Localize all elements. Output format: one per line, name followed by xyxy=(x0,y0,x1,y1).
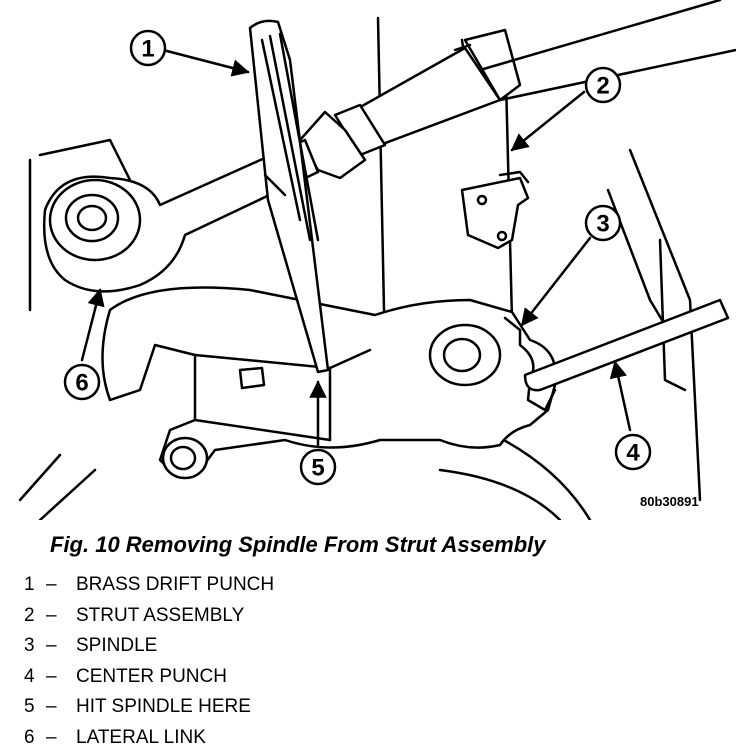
legend-item-number: 2 xyxy=(24,601,46,632)
legend-item-label: HIT SPINDLE HERE xyxy=(76,696,251,717)
callout-3-number: 3 xyxy=(596,211,609,238)
legend-item-label: STRUT ASSEMBLY xyxy=(76,605,244,626)
legend-item: 1–BRASS DRIFT PUNCH xyxy=(24,570,274,601)
legend-item-number: 1 xyxy=(24,570,46,601)
figure-caption: Fig. 10 Removing Spindle From Strut Asse… xyxy=(50,532,730,558)
figure-reference-code: 80b30891 xyxy=(640,494,699,509)
legend-item-number: 6 xyxy=(24,723,46,753)
legend-separator: – xyxy=(46,570,76,601)
legend-item: 5–HIT SPINDLE HERE xyxy=(24,692,274,723)
legend-item-number: 3 xyxy=(24,631,46,662)
legend-item: 2–STRUT ASSEMBLY xyxy=(24,601,274,632)
adjuster-rod xyxy=(300,48,500,178)
spindle-removal-illustration: 1 2 3 4 5 6 80b30891 xyxy=(0,0,736,520)
legend-item: 6–LATERAL LINK xyxy=(24,723,274,753)
legend-item-number: 4 xyxy=(24,662,46,693)
callout-6-number: 6 xyxy=(75,370,88,397)
legend-separator: – xyxy=(46,601,76,632)
legend-separator: – xyxy=(46,662,76,693)
legend-item-label: LATERAL LINK xyxy=(76,727,206,748)
legend-item-label: SPINDLE xyxy=(76,635,157,656)
strut-bracket xyxy=(462,172,528,248)
center-punch xyxy=(525,300,728,390)
callout-4-number: 4 xyxy=(626,440,640,467)
callout-2-number: 2 xyxy=(596,73,609,100)
legend-separator: – xyxy=(46,692,76,723)
callout-5-number: 5 xyxy=(311,455,324,482)
legend-separator: – xyxy=(46,723,76,753)
callout-legend: 1–BRASS DRIFT PUNCH 2–STRUT ASSEMBLY 3–S… xyxy=(24,570,274,753)
spindle-knuckle xyxy=(103,288,556,479)
callout-1-number: 1 xyxy=(141,36,154,63)
legend-item-label: CENTER PUNCH xyxy=(76,666,227,687)
legend-item: 3–SPINDLE xyxy=(24,631,274,662)
legend-separator: – xyxy=(46,631,76,662)
legend-item-label: BRASS DRIFT PUNCH xyxy=(76,574,274,595)
legend-item: 4–CENTER PUNCH xyxy=(24,662,274,693)
legend-item-number: 5 xyxy=(24,692,46,723)
